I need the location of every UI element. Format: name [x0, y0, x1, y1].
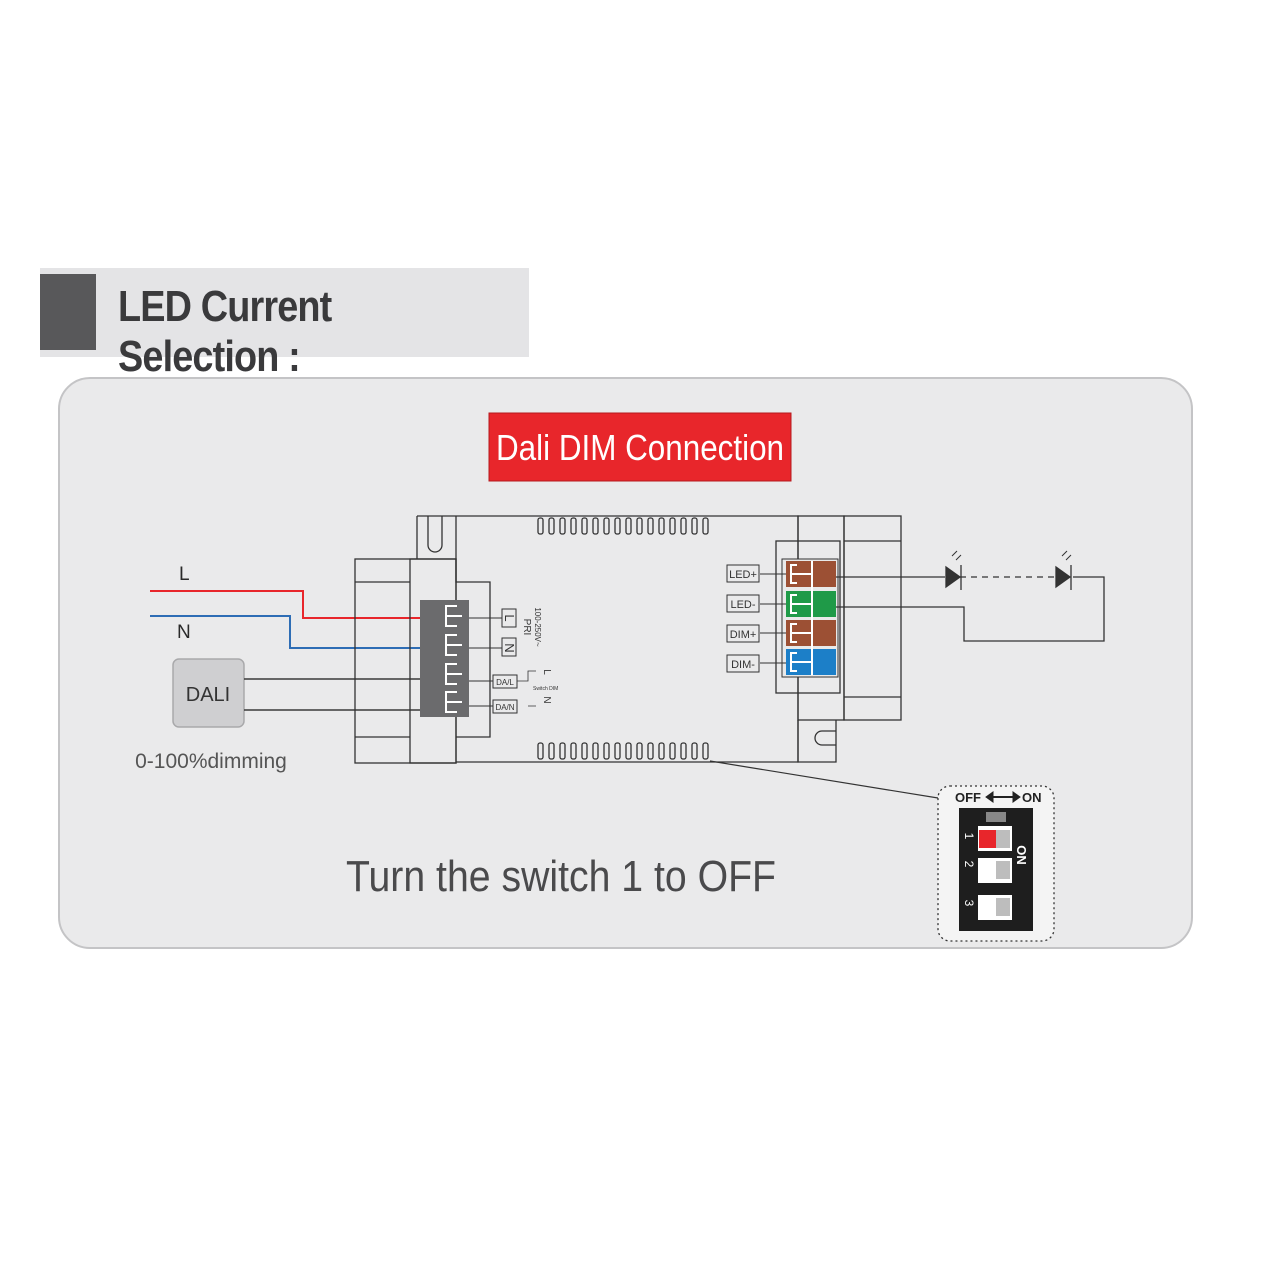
pin-l: L: [502, 614, 517, 621]
switch-n-label: N: [541, 696, 552, 703]
output-led-minus: LED-: [730, 599, 755, 611]
pri-label: PRI: [521, 619, 532, 636]
dip-switch: OFF ON 1 2 3 ON: [937, 785, 1055, 942]
section-header: LED Current Selection :: [40, 268, 529, 381]
switch-l-label: L: [541, 669, 552, 675]
voltage-label: 100-250V~: [533, 607, 542, 647]
led-string: [836, 550, 1105, 642]
led-1-icon: [945, 550, 962, 590]
dip-knob-1: [979, 830, 996, 848]
input-pin-labels: L N PRI 100-250V~ DA/L DA/N Switch DIM L…: [469, 607, 558, 714]
header-marker: [40, 274, 96, 350]
dali-label: DALI: [186, 684, 230, 706]
neutral-label: N: [177, 622, 191, 643]
vent-top: [537, 517, 709, 535]
double-arrow-icon: [985, 791, 1021, 803]
output-dim-plus: DIM+: [730, 629, 757, 641]
instruction-text: Turn the switch 1 to OFF: [346, 852, 776, 901]
dip-number-1: 1: [962, 833, 976, 840]
dip-on-label: ON: [1022, 790, 1042, 805]
vent-bottom: [537, 742, 709, 760]
switch-dim-label: Switch DIM: [533, 686, 558, 692]
dip-off-label: OFF: [955, 790, 981, 805]
dip-pointer-line: [709, 760, 939, 799]
dimming-caption: 0-100%dimming: [135, 750, 287, 773]
led-driver: [354, 515, 902, 764]
section-title: LED Current Selection :: [118, 282, 332, 381]
dali-l-label: DA/L: [496, 678, 514, 687]
title-badge-text: Dali DIM Connection: [496, 427, 784, 468]
mains-input: L N: [150, 564, 420, 649]
input-terminal-block: [420, 600, 469, 717]
led-2-icon: [1055, 550, 1072, 590]
dip-number-2: 2: [962, 861, 976, 868]
dip-number-3: 3: [962, 900, 976, 907]
line-wire: [150, 590, 420, 619]
dip-on-side-label: ON: [1014, 845, 1029, 865]
output-terminal-block: LED+ LED- DIM+ DIM-: [726, 540, 841, 694]
output-led-plus: LED+: [729, 569, 757, 581]
pin-n: N: [502, 643, 517, 652]
dali-controller: DALI 0-100%dimming: [135, 658, 420, 773]
line-label: L: [179, 564, 190, 585]
output-dim-minus: DIM-: [731, 659, 755, 671]
dali-n-label: DA/N: [495, 703, 514, 712]
title-badge: Dali DIM Connection: [488, 412, 792, 482]
